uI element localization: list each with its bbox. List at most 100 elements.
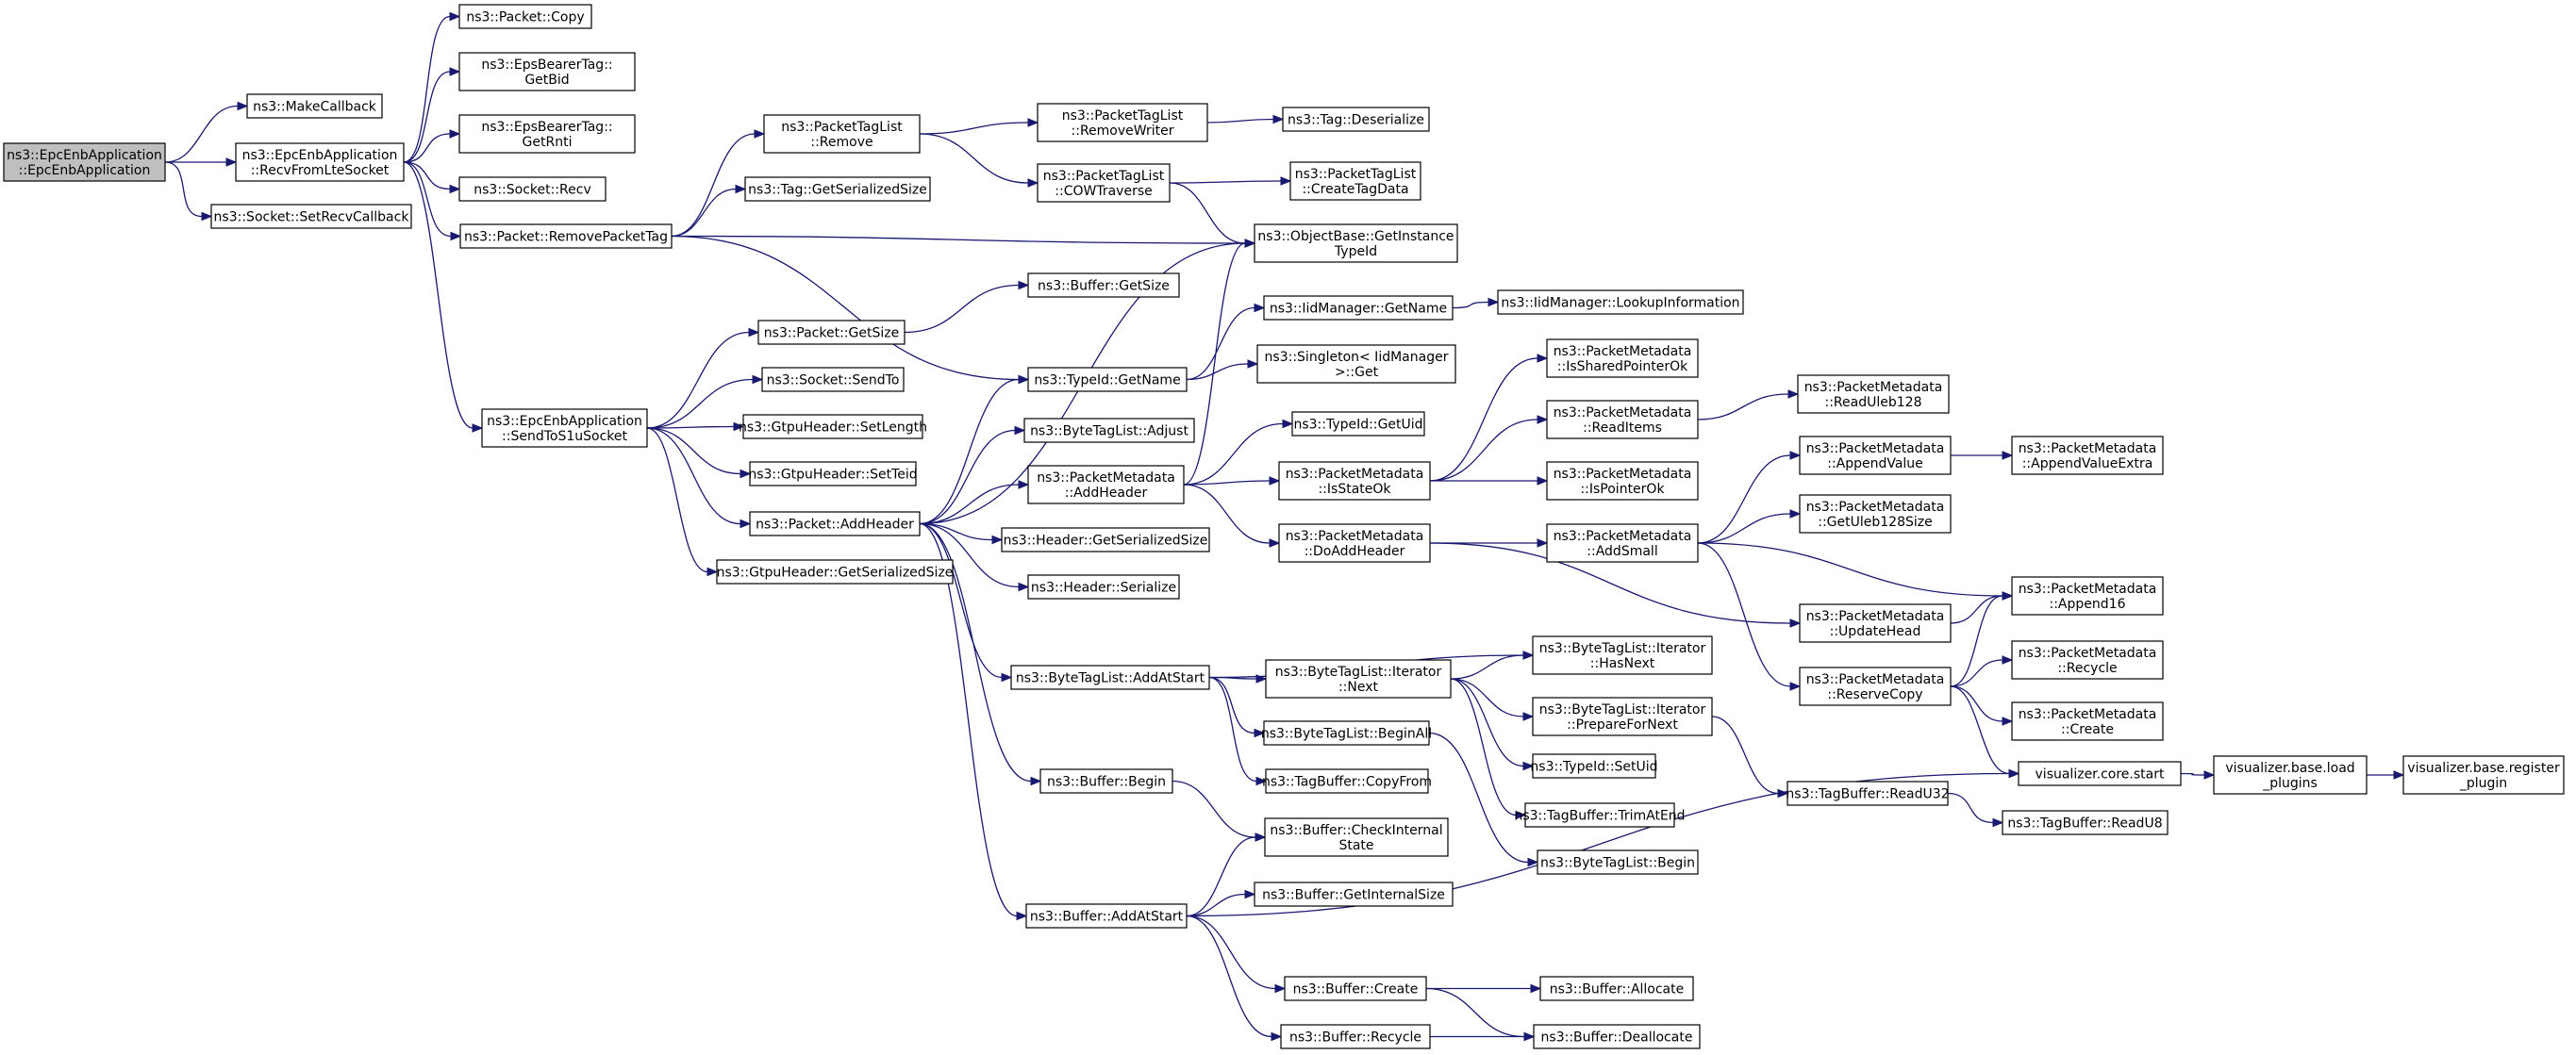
node-n7[interactable]: ns3::Socket::Recv [458, 176, 607, 202]
node-n19[interactable]: ns3::Socket::SendTo [761, 367, 905, 392]
node-box[interactable] [2011, 436, 2164, 475]
node-box[interactable] [458, 4, 592, 29]
node-box[interactable] [1546, 400, 1699, 439]
node-n2[interactable]: ns3::EpcEnbApplication::RecvFromLteSocke… [235, 142, 405, 182]
node-n24[interactable]: ns3::Buffer::GetSize [1027, 272, 1180, 298]
node-box[interactable] [1037, 103, 1208, 142]
node-box[interactable] [235, 142, 405, 182]
node-box[interactable] [742, 414, 923, 439]
node-box[interactable] [2402, 755, 2565, 795]
node-n18[interactable]: ns3::Packet::GetSize [757, 320, 906, 345]
node-box[interactable] [210, 204, 412, 229]
node-box[interactable] [1010, 665, 1210, 690]
node-n30[interactable]: ns3::Buffer::Begin [1039, 768, 1173, 794]
node-box[interactable] [1546, 523, 1699, 563]
node-box[interactable] [1278, 461, 1431, 501]
node-n54[interactable]: ns3::TagBuffer::CopyFrom [1262, 768, 1432, 794]
node-box[interactable] [3, 142, 166, 182]
node-box[interactable] [1039, 768, 1173, 794]
node-box[interactable] [744, 176, 931, 202]
node-box[interactable] [749, 461, 917, 486]
node-box[interactable] [2011, 576, 2164, 616]
node-n0[interactable]: ns3::EpcEnbApplication::EpcEnbApplicatio… [3, 142, 166, 182]
node-n66[interactable]: ns3::Buffer::Create [1284, 976, 1427, 1001]
node-n42[interactable]: ns3::PacketMetadata::ReadUleb128 [1797, 374, 1950, 414]
node-n13[interactable]: ns3::TypeId::GetName [1027, 367, 1188, 392]
node-box[interactable] [458, 114, 636, 154]
node-n9[interactable]: ns3::EpcEnbApplication::SendToS1uSocket [481, 408, 648, 448]
node-box[interactable] [1001, 527, 1210, 552]
node-box[interactable] [458, 176, 607, 202]
node-box[interactable] [1533, 1024, 1701, 1049]
node-n67[interactable]: ns3::Buffer::Recycle [1280, 1024, 1431, 1049]
node-box[interactable] [1265, 659, 1452, 699]
node-box[interactable] [749, 511, 921, 536]
node-box[interactable] [1537, 849, 1699, 875]
node-n50[interactable]: ns3::PacketMetadata::Create [2011, 701, 2164, 741]
node-n69[interactable]: ns3::Buffer::Deallocate [1533, 1024, 1701, 1049]
node-box[interactable] [1263, 720, 1430, 746]
node-box[interactable] [1264, 817, 1449, 857]
node-n17[interactable]: ns3::PacketTagList::CreateTagData [1289, 161, 1421, 201]
node-box[interactable] [1256, 344, 1456, 384]
node-n10[interactable]: ns3::PacketTagList::Remove [763, 114, 921, 154]
node-n21[interactable]: ns3::GtpuHeader::SetTeid [748, 461, 918, 486]
node-n26[interactable]: ns3::PacketMetadata::AddHeader [1027, 465, 1185, 504]
node-n60[interactable]: ns3::TagBuffer::ReadU8 [2002, 810, 2169, 835]
node-n52[interactable]: ns3::ByteTagList::Iterator::HasNext [1532, 635, 1713, 675]
node-box[interactable] [1497, 289, 1744, 315]
node-n14[interactable]: ns3::PacketTagList::RemoveWriter [1037, 103, 1208, 142]
node-box[interactable] [458, 52, 636, 91]
node-n58[interactable]: ns3::ByteTagList::Begin [1537, 849, 1699, 875]
node-n34[interactable]: ns3::IidManager::LookupInformation [1497, 289, 1744, 315]
node-n68[interactable]: ns3::Buffer::Allocate [1539, 976, 1694, 1001]
node-box[interactable] [1027, 367, 1188, 392]
node-n22[interactable]: ns3::Packet::AddHeader [749, 511, 921, 536]
node-n65[interactable]: ns3::Buffer::GetInternalSize [1254, 882, 1454, 907]
node-box[interactable] [1265, 768, 1429, 794]
node-n62[interactable]: visualizer.base.load_plugins [2213, 755, 2368, 795]
node-box[interactable] [716, 559, 954, 585]
node-box[interactable] [1546, 461, 1699, 501]
node-box[interactable] [2018, 761, 2182, 786]
node-n57[interactable]: ns3::TagBuffer::TrimAtEnd [1514, 802, 1686, 828]
node-box[interactable] [1799, 494, 1952, 534]
node-n3[interactable]: ns3::Socket::SetRecvCallback [210, 204, 412, 229]
node-n45[interactable]: ns3::PacketMetadata::GetUleb128Size [1799, 494, 1952, 534]
node-box[interactable] [757, 320, 906, 345]
node-box[interactable] [1787, 781, 1949, 806]
node-n37[interactable]: ns3::PacketMetadata::DoAddHeader [1278, 523, 1431, 563]
node-box[interactable] [1289, 161, 1421, 201]
node-n32[interactable]: ns3::IidManager::GetName [1263, 295, 1454, 321]
node-box[interactable] [763, 114, 921, 154]
node-box[interactable] [459, 223, 673, 249]
node-n46[interactable]: ns3::PacketMetadata::Append16 [2011, 576, 2164, 616]
node-box[interactable] [1282, 107, 1430, 132]
node-box[interactable] [761, 367, 905, 392]
node-n55[interactable]: ns3::ByteTagList::Iterator::PrepareForNe… [1532, 697, 1713, 736]
node-n29[interactable]: ns3::ByteTagList::AddAtStart [1010, 665, 1210, 690]
node-n43[interactable]: ns3::PacketMetadata::AppendValue [1799, 436, 1952, 475]
node-box[interactable] [1027, 465, 1185, 504]
node-n11[interactable]: ns3::Tag::GetSerializedSize [744, 176, 931, 202]
node-n16[interactable]: ns3::Tag::Deserialize [1282, 107, 1430, 132]
node-box[interactable] [1254, 882, 1454, 907]
node-n28[interactable]: ns3::Header::Serialize [1027, 574, 1180, 600]
node-n36[interactable]: ns3::PacketMetadata::IsStateOk [1278, 461, 1431, 501]
node-n61[interactable]: visualizer.core.start [2018, 761, 2182, 786]
node-box[interactable] [1023, 418, 1195, 443]
node-n27[interactable]: ns3::Header::GetSerializedSize [1001, 527, 1210, 552]
node-n23[interactable]: ns3::GtpuHeader::GetSerializedSize [716, 559, 954, 585]
node-box[interactable] [2213, 755, 2368, 795]
node-box[interactable] [1799, 667, 1952, 706]
node-n8[interactable]: ns3::Packet::RemovePacketTag [459, 223, 673, 249]
node-box[interactable] [1524, 802, 1675, 828]
node-box[interactable] [1037, 163, 1171, 203]
node-n47[interactable]: ns3::PacketMetadata::UpdateHead [1799, 603, 1952, 643]
node-n5[interactable]: ns3::EpsBearerTag::GetBid [458, 52, 636, 91]
node-box[interactable] [1532, 753, 1656, 779]
node-box[interactable] [1284, 976, 1427, 1001]
node-n40[interactable]: ns3::PacketMetadata::IsPointerOk [1546, 461, 1699, 501]
